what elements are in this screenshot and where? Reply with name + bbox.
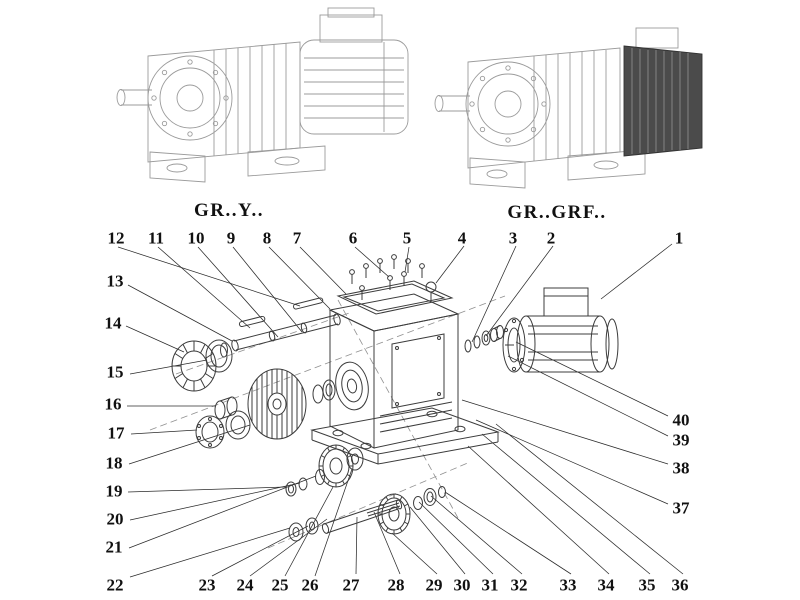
axis-lines bbox=[149, 295, 506, 549]
callout-21: 21 bbox=[105, 537, 123, 557]
callout-6: 6 bbox=[348, 228, 358, 248]
cover-bolts bbox=[349, 254, 425, 300]
callout-9: 9 bbox=[226, 228, 236, 248]
callout-36: 36 bbox=[671, 575, 689, 595]
output-shaft bbox=[220, 297, 341, 358]
callout-34: 34 bbox=[597, 575, 615, 595]
callout-18: 18 bbox=[105, 453, 123, 473]
callout-19: 19 bbox=[105, 481, 123, 501]
output-bearing-seal bbox=[171, 339, 251, 449]
right-view-title: GR..GRF.. bbox=[507, 202, 607, 223]
callout-11: 11 bbox=[147, 228, 165, 248]
callout-37: 37 bbox=[672, 498, 690, 518]
callout-4: 4 bbox=[457, 228, 467, 248]
callout-17: 17 bbox=[107, 423, 125, 443]
callout-27: 27 bbox=[342, 575, 360, 595]
callout-33: 33 bbox=[559, 575, 577, 595]
callout-29: 29 bbox=[425, 575, 443, 595]
motor bbox=[502, 287, 619, 373]
callout-35: 35 bbox=[638, 575, 656, 595]
pinion-shaft-assembly bbox=[288, 486, 446, 542]
callout-28: 28 bbox=[387, 575, 405, 595]
callout-26: 26 bbox=[301, 575, 319, 595]
eye-bolt bbox=[425, 281, 437, 302]
input-shaft-parts bbox=[464, 325, 504, 353]
leader-lines bbox=[117, 243, 684, 578]
callout-14: 14 bbox=[104, 313, 122, 333]
callout-1: 1 bbox=[674, 228, 684, 248]
callout-40: 40 bbox=[672, 410, 690, 430]
assembled-view-left bbox=[116, 7, 409, 183]
housing-cover-plate bbox=[336, 280, 454, 315]
callout-13: 13 bbox=[106, 271, 124, 291]
output-gear bbox=[247, 368, 307, 440]
callout-12: 12 bbox=[107, 228, 125, 248]
exploded-view bbox=[171, 254, 619, 542]
callout-22: 22 bbox=[106, 575, 124, 595]
callout-8: 8 bbox=[262, 228, 272, 248]
assembled-view-right bbox=[434, 27, 703, 189]
callout-31: 31 bbox=[481, 575, 499, 595]
gear-housing bbox=[310, 293, 500, 465]
callout-20: 20 bbox=[106, 509, 124, 529]
shaft-spacers bbox=[312, 379, 336, 404]
callout-24: 24 bbox=[236, 575, 254, 595]
callout-39: 39 bbox=[672, 430, 690, 450]
intermediate-gear-cluster bbox=[285, 444, 364, 497]
callout-38: 38 bbox=[672, 458, 690, 478]
callout-10: 10 bbox=[187, 228, 205, 248]
callout-15: 15 bbox=[106, 362, 124, 382]
callout-23: 23 bbox=[198, 575, 216, 595]
callout-2: 2 bbox=[546, 228, 556, 248]
left-view-title: GR..Y.. bbox=[194, 200, 264, 221]
callout-3: 3 bbox=[508, 228, 518, 248]
callout-30: 30 bbox=[453, 575, 471, 595]
callout-16: 16 bbox=[104, 394, 122, 414]
callout-5: 5 bbox=[402, 228, 412, 248]
callout-7: 7 bbox=[292, 228, 302, 248]
callout-32: 32 bbox=[510, 575, 528, 595]
callout-25: 25 bbox=[271, 575, 289, 595]
